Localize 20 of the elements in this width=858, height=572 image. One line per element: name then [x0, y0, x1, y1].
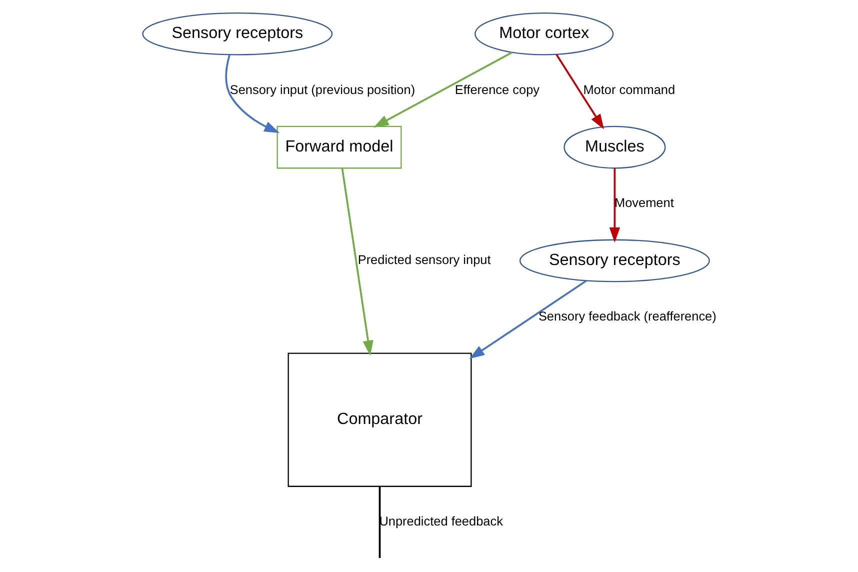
edge-label: Movement [614, 195, 674, 210]
arrow [341, 168, 374, 356]
arrow [469, 280, 587, 359]
node-ellipse: Sensory receptors [519, 239, 710, 282]
edge-label: Sensory feedback (reafference) [538, 308, 716, 324]
edge-label: Motor command [583, 82, 676, 97]
edge-label: Predicted sensory input [358, 252, 491, 267]
edge-label: Unpredicted feedback [379, 513, 503, 528]
node-box: Forward model [276, 126, 402, 169]
edge-label: Efference copy [454, 82, 540, 97]
connector [378, 486, 381, 558]
node-box: Comparator [288, 352, 472, 487]
arrow [556, 54, 604, 130]
arrow [373, 52, 513, 128]
node-ellipse: Muscles [564, 126, 666, 169]
arrow [609, 168, 620, 243]
node-ellipse: Motor cortex [474, 12, 614, 56]
edge-label: Sensory input (previous position) [230, 82, 416, 97]
arrow [225, 54, 280, 133]
node-ellipse: Sensory receptors [142, 12, 333, 56]
